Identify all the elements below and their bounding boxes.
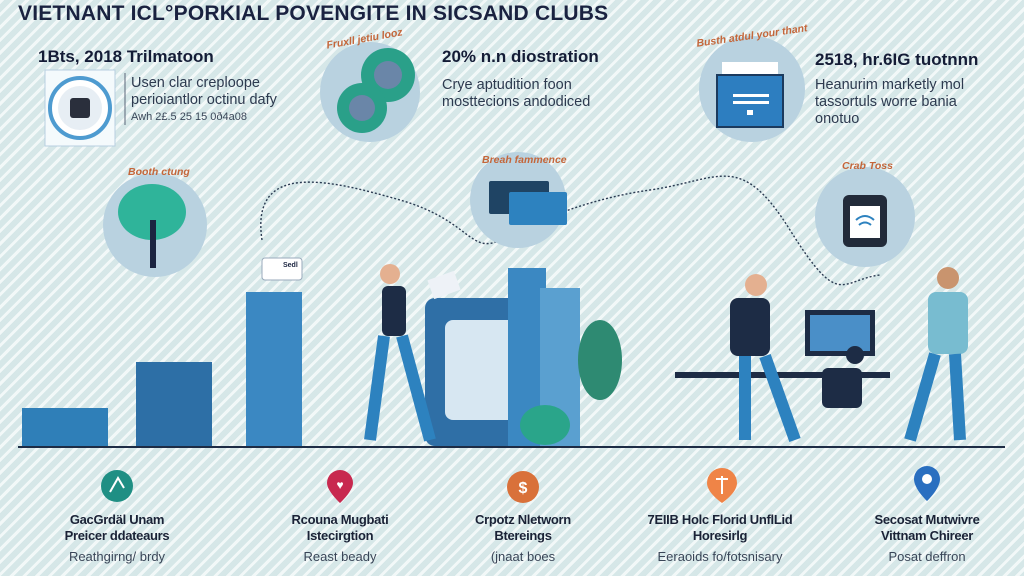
- feature-title: Horesirlg: [692, 528, 748, 543]
- feature-subtitle: Reathgirng/ brdy: [68, 549, 166, 564]
- stat-3-text: Heanurim marketly mol tassortuls worre b…: [815, 77, 964, 128]
- dashed-connector: [260, 175, 881, 286]
- feature-subtitle: Reast beady: [303, 549, 377, 564]
- svg-text:$: $: [519, 480, 528, 497]
- feature-title: Vittnam Chireer: [880, 528, 974, 543]
- inbox-icon: [699, 36, 805, 142]
- svg-text:♥: ♥: [336, 478, 343, 492]
- stat-1-line: Usen clar creploope: [131, 75, 260, 91]
- feature-title: 7EIIB Holc Florid UnflLid: [647, 512, 793, 527]
- stat-2-line: Crye aptudition foon: [442, 77, 572, 93]
- robot-badge-icon: [44, 69, 116, 147]
- stat-1-line: perioiantlor octinu dafy: [131, 92, 277, 108]
- stat-1-note: Awh 2£.5 25 15 0ð4a08: [131, 111, 248, 123]
- feature-title: GacGrdäl Unam: [69, 512, 165, 527]
- feature-title: Crpotz Nletworn: [475, 512, 571, 527]
- stat-1-text: Usen clar creploope perioiantlor octinu …: [131, 75, 277, 126]
- person-woman: [364, 264, 461, 442]
- cards-label: Breah fammence: [482, 154, 567, 166]
- feature-2: Rcouna Mugbati Istecirgtion Reast beady: [245, 512, 435, 564]
- feature-subtitle: Eeraoids fo/fotsnisary: [657, 549, 783, 564]
- tree-label: Booth ctung: [128, 166, 190, 178]
- feature-4: 7EIIB Holc Florid UnflLid Horesirlg Eera…: [625, 512, 815, 564]
- feature-3: Crpotz Nletworn Btereings (jnaat boes: [428, 512, 618, 564]
- person-pin-icon: [101, 470, 133, 502]
- wifi-label: Crab Toss: [842, 160, 893, 172]
- wifi-device-icon: [815, 167, 915, 267]
- feature-title: Rcouna Mugbati: [291, 512, 389, 527]
- server-stacks: [22, 257, 580, 446]
- stat-3-line: onotuo: [815, 111, 860, 127]
- stat-2-line: mosttecions andodiced: [442, 94, 591, 110]
- stat-3-line: Heanurim marketly mol: [815, 77, 965, 93]
- feature-5: Secosat Mutwivre Vittnam Chireer Posat d…: [832, 512, 1022, 564]
- feature-subtitle: (jnaat boes: [490, 549, 556, 564]
- sign-label: Sedl: [283, 262, 298, 269]
- dollar-pin-icon: $: [507, 471, 539, 503]
- plants: [520, 320, 622, 445]
- feature-title: Secosat Mutwivre: [874, 512, 980, 527]
- heart-pin-icon: ♥: [327, 470, 353, 503]
- stat-3-line: tassortuls worre bania: [815, 94, 957, 110]
- tool-pin-icon: [707, 468, 737, 503]
- feature-title: Istecirgtion: [306, 528, 374, 543]
- feature-1: GacGrdäl Unam Preicer ddateaurs Reathgir…: [22, 512, 212, 564]
- page-title: VIETNANT ICL°PORKIAL POVENGITE IN SICSAN…: [18, 2, 609, 25]
- desk-workstation: [675, 267, 968, 443]
- feature-title: Btereings: [494, 528, 552, 543]
- coins-icon: [320, 42, 420, 142]
- stat-2-heading: 20% n.n diostration: [442, 47, 599, 66]
- stat-3-heading: 2518, hr.6IG tuotnnn: [815, 50, 979, 69]
- feature-subtitle: Posat deffron: [888, 549, 966, 564]
- stat-1-heading: 1Bts, 2018 Trilmatoon: [38, 47, 214, 66]
- feature-title: Preicer ddateaurs: [64, 528, 170, 543]
- location-pin-icon: [914, 466, 940, 501]
- cards-icon: [470, 152, 567, 248]
- tree-icon: [103, 173, 207, 277]
- stat-2-text: Crye aptudition foon mosttecions andodic…: [442, 77, 590, 111]
